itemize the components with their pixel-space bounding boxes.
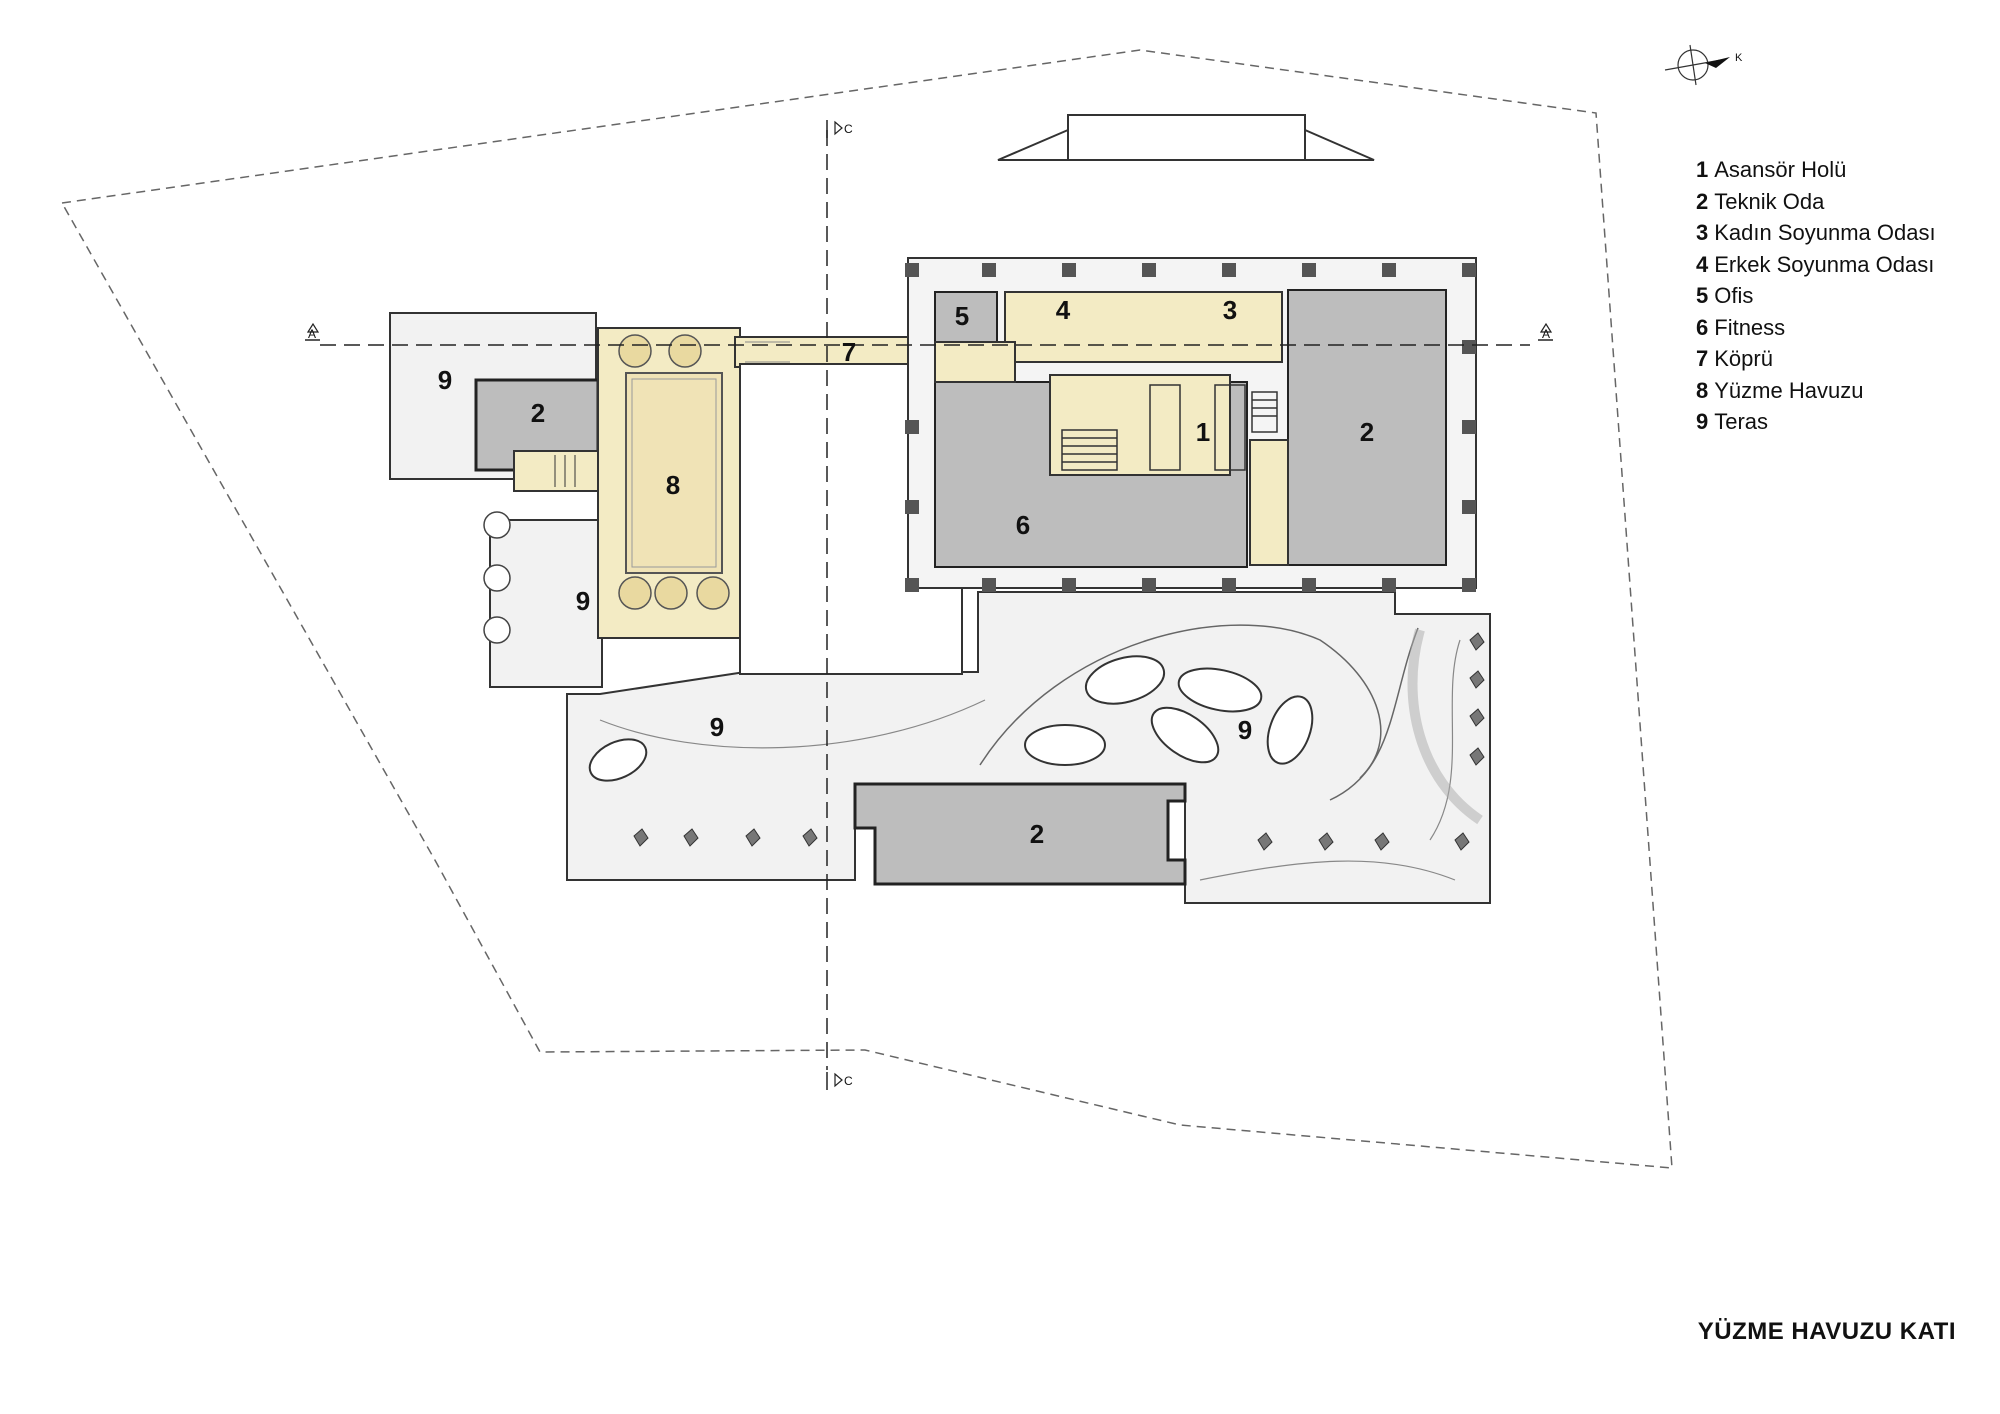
west-stair-core bbox=[513, 450, 601, 492]
room-number-9-south: 9 bbox=[710, 712, 724, 742]
legend-num: 6 bbox=[1696, 314, 1709, 340]
room-number-9-west-top: 9 bbox=[438, 365, 452, 395]
legend-label: Kadın Soyunma Odası bbox=[1714, 220, 1936, 245]
legend-num: 4 bbox=[1696, 251, 1709, 277]
legend-label: Teras bbox=[1714, 409, 1769, 434]
room-number-8: 8 bbox=[666, 470, 680, 500]
room-number-6: 6 bbox=[1016, 510, 1030, 540]
legend-num: 5 bbox=[1696, 283, 1709, 308]
neighbor-building bbox=[997, 114, 1375, 161]
legend-num: 3 bbox=[1696, 220, 1709, 245]
room-number-5: 5 bbox=[955, 301, 969, 331]
section-label-c-bottom: C bbox=[844, 1074, 853, 1088]
legend-label: Asansör Holü bbox=[1714, 157, 1847, 182]
north-arrow-icon: K bbox=[1664, 44, 1743, 86]
section-marker-c-bottom: C bbox=[826, 1072, 853, 1090]
legend-label: Ofis bbox=[1714, 283, 1754, 308]
legend-label: Teknik Oda bbox=[1714, 188, 1825, 214]
legend-num: 9 bbox=[1696, 409, 1709, 434]
room-number-2-west: 2 bbox=[531, 398, 545, 428]
legend-label: Köprü bbox=[1714, 346, 1773, 371]
bridge bbox=[734, 336, 911, 368]
room-number-2-tower: 2 bbox=[1360, 417, 1374, 447]
technical-room-south bbox=[853, 782, 1187, 886]
room-numbers: 1 2 2 2 3 4 5 6 7 8 9 9 9 9 bbox=[438, 295, 1374, 849]
section-marker-a-right: A bbox=[1538, 322, 1553, 341]
section-label-a-right: A bbox=[1542, 327, 1550, 341]
room-number-1: 1 bbox=[1196, 417, 1210, 447]
room-number-9-east: 9 bbox=[1238, 715, 1252, 745]
west-terrace-trees bbox=[483, 511, 511, 644]
tower-core bbox=[1061, 384, 1278, 471]
legend-num: 7 bbox=[1696, 346, 1709, 371]
terrace-planters bbox=[588, 655, 1314, 782]
room-number-7: 7 bbox=[842, 337, 856, 367]
site-boundary bbox=[60, 49, 1673, 1169]
legend-num: 2 bbox=[1696, 188, 1709, 214]
tower-circulation bbox=[934, 291, 1289, 566]
section-marker-c-top: C bbox=[826, 120, 853, 138]
tower-columns bbox=[905, 263, 1476, 592]
legend-label: Yüzme Havuzu bbox=[1714, 377, 1864, 403]
pool-umbrellas bbox=[618, 334, 730, 610]
legend-label: Erkek Soyunma Odası bbox=[1714, 251, 1935, 277]
section-label-c-top: C bbox=[844, 122, 853, 136]
legend-num: 8 bbox=[1696, 377, 1709, 403]
room-number-4: 4 bbox=[1056, 295, 1071, 325]
sheet-title: YÜZME HAVUZU KATI bbox=[1697, 1318, 1956, 1345]
legend-label: Fitness bbox=[1714, 314, 1786, 340]
palm-planters bbox=[633, 632, 1485, 851]
north-letter: K bbox=[1735, 52, 1743, 64]
section-label-a-left: A bbox=[308, 327, 316, 341]
room-number-9-west-mid: 9 bbox=[576, 586, 590, 616]
legend-num: 1 bbox=[1696, 157, 1709, 182]
section-marker-a-left: A bbox=[305, 322, 320, 341]
room-number-2-south: 2 bbox=[1030, 819, 1044, 849]
room-number-3: 3 bbox=[1223, 295, 1237, 325]
